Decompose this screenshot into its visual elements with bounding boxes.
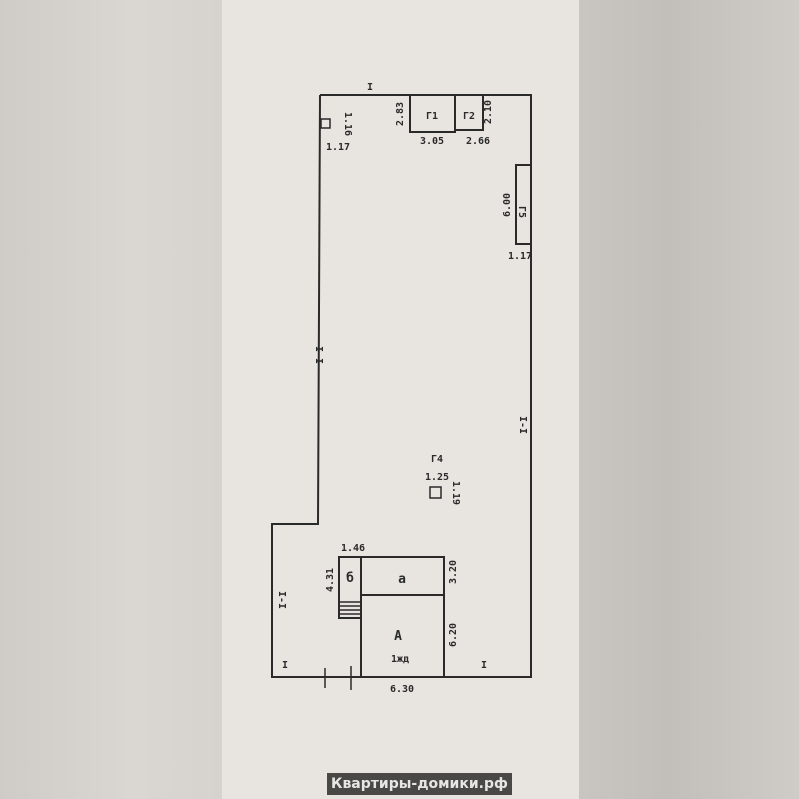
blurred-background-right	[579, 0, 799, 799]
watermark: Квартиры-домики.рф	[327, 773, 512, 795]
section-mark-lower-left: I-I	[276, 591, 287, 609]
section-mark-top: I	[367, 82, 373, 93]
label-house-type: 1жд	[391, 654, 409, 665]
outbuilding-g5	[515, 164, 532, 245]
label-room-main: А	[394, 629, 402, 644]
label-room-a: а	[398, 572, 406, 587]
stairs-icon	[339, 601, 361, 615]
dim-g1-width: 3.05	[420, 136, 444, 147]
room-main-a	[360, 594, 445, 678]
dim-main-depth: 6.20	[448, 623, 459, 647]
dim-g5-width: 1.17	[508, 251, 532, 262]
dim-small-depth: 1.16	[342, 112, 353, 136]
dim-g2-width: 2.66	[466, 136, 490, 147]
outbuilding-g2	[454, 94, 484, 131]
blurred-background-left	[0, 0, 222, 799]
section-mark-bottom-left: I	[282, 660, 288, 671]
dim-g4-width: 1.25	[425, 472, 449, 483]
paper-sheet	[222, 0, 579, 799]
dim-small-width: 1.17	[326, 142, 350, 153]
dim-annex-depth: 3.20	[448, 560, 459, 584]
section-mark-bottom-right: I	[481, 660, 487, 671]
label-room-b: б	[346, 571, 354, 586]
section-mark-left: I-I	[313, 346, 324, 364]
lot-boundary	[271, 94, 532, 678]
label-g1: Г1	[426, 111, 438, 122]
room-b	[338, 556, 362, 619]
dim-porch-width: 1.46	[341, 543, 365, 554]
label-g5: Г5	[516, 206, 527, 218]
dim-g4-depth: 1.19	[450, 481, 461, 505]
label-g2: Г2	[463, 111, 475, 122]
dim-g5-depth: 6.00	[502, 193, 513, 217]
dim-main-width: 6.30	[390, 684, 414, 695]
section-mark-right: I-I	[517, 416, 528, 434]
dim-g1-depth: 2.83	[395, 102, 406, 126]
dim-g2-depth: 2.10	[483, 100, 494, 124]
dim-porch-depth: 4.31	[325, 568, 336, 592]
label-g4: Г4	[431, 454, 443, 465]
small-structure	[320, 118, 331, 129]
outbuilding-g4	[429, 486, 442, 499]
